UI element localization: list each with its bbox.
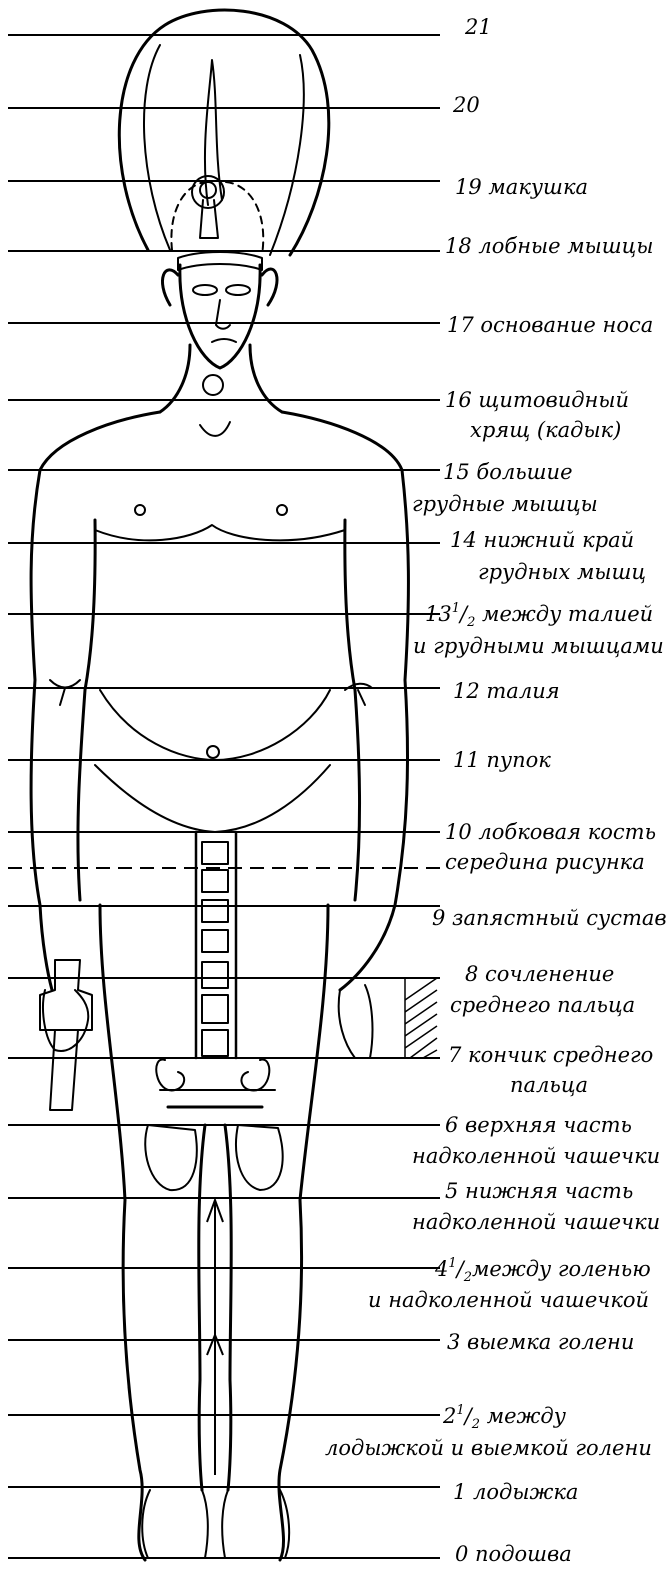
nipple-right bbox=[277, 505, 287, 515]
label-2-half-line1: 21/2 между bbox=[443, 1404, 566, 1432]
label-7-line2: пальца bbox=[510, 1073, 588, 1098]
ladder-rung-6 bbox=[202, 995, 228, 1023]
uraeus-body bbox=[200, 200, 218, 238]
label-13-half-line1: 131/2 между талией bbox=[425, 602, 653, 630]
label-2-fraction-num: 1 bbox=[456, 1403, 464, 1418]
crown-inner-left bbox=[144, 45, 170, 250]
label-13-half-line2: и грудными мышцами bbox=[413, 634, 664, 659]
label-4-fraction-den: 2 bbox=[464, 1270, 472, 1285]
label-10-line1: 10 лобковая кость bbox=[445, 820, 656, 845]
label-15-line1: 15 большие bbox=[443, 460, 573, 485]
ladder-rung-4 bbox=[202, 930, 228, 952]
kilt-base bbox=[156, 1060, 275, 1091]
ladder-rung-5 bbox=[202, 962, 228, 988]
label-8-line2: среднего пальца bbox=[450, 993, 635, 1018]
label-21: 21 bbox=[465, 15, 492, 40]
label-19: 19 макушка bbox=[455, 175, 588, 200]
label-0: 0 подошва bbox=[455, 1542, 572, 1567]
label-2-num: 2 bbox=[443, 1404, 456, 1428]
label-10-line2: середина рисунка bbox=[445, 850, 645, 875]
label-13-fraction-den: 2 bbox=[467, 615, 475, 630]
label-2-text: между bbox=[480, 1404, 566, 1428]
hand-right bbox=[339, 985, 373, 1058]
inner-arm-right bbox=[345, 520, 360, 900]
ear-right bbox=[262, 269, 277, 305]
label-6-line2: надколенной чашечки bbox=[412, 1144, 660, 1169]
clavicle-mark bbox=[200, 422, 230, 436]
figure-outline bbox=[31, 10, 408, 1560]
neck-left bbox=[160, 345, 190, 412]
label-13-fraction-num: 1 bbox=[452, 601, 460, 616]
label-16-line1: 16 щитовидный bbox=[445, 388, 629, 413]
label-4-fraction-num: 1 bbox=[448, 1256, 456, 1271]
leg-right-outer bbox=[279, 905, 328, 1560]
label-5-line1: 5 нижняя часть bbox=[445, 1179, 633, 1204]
ladder-rung-3 bbox=[202, 900, 228, 922]
torso-right bbox=[282, 412, 408, 990]
neck-right bbox=[250, 345, 282, 412]
inner-arm-left bbox=[78, 520, 95, 900]
leg-inner-left bbox=[199, 1125, 205, 1490]
label-4-half-line1: 41/2между голенью bbox=[435, 1257, 651, 1285]
ear-left bbox=[162, 270, 178, 305]
label-4-fraction-slash: / bbox=[457, 1257, 464, 1281]
label-5-line2: надколенной чашечки bbox=[412, 1210, 660, 1235]
label-1: 1 лодыжка bbox=[453, 1480, 578, 1505]
ladder-rung-1 bbox=[202, 842, 228, 864]
label-14-line1: 14 нижний край bbox=[450, 528, 634, 553]
hand-left bbox=[43, 990, 88, 1051]
face bbox=[180, 265, 260, 368]
label-17: 17 основание носа bbox=[447, 313, 653, 338]
ladder-rung-7 bbox=[202, 1030, 228, 1056]
uraeus-core bbox=[200, 182, 216, 198]
hatch-block bbox=[405, 978, 437, 1058]
nipple-left bbox=[135, 505, 145, 515]
crown-outer bbox=[119, 10, 329, 255]
label-12: 12 талия bbox=[453, 679, 560, 704]
label-2-half-line2: лодыжкой и выемкой голени bbox=[325, 1436, 652, 1461]
label-11: 11 пупок bbox=[453, 748, 551, 773]
eye-left bbox=[193, 285, 217, 295]
foot-left bbox=[142, 1490, 208, 1558]
elbow-left-mark bbox=[50, 680, 80, 705]
torso-left bbox=[31, 412, 160, 990]
label-6-line1: 6 верхняя часть bbox=[445, 1113, 632, 1138]
skull-dashed bbox=[171, 182, 263, 255]
kneecap-right bbox=[236, 1125, 283, 1190]
adam-apple bbox=[203, 375, 223, 395]
leg-inner-right bbox=[225, 1125, 231, 1490]
mouth bbox=[212, 339, 236, 342]
label-2-fraction-den: 2 bbox=[472, 1417, 480, 1432]
waist bbox=[100, 690, 330, 760]
ladder-rung-2 bbox=[202, 870, 228, 892]
navel bbox=[207, 746, 219, 758]
label-15-line2: грудные мышцы bbox=[412, 492, 598, 517]
nose bbox=[216, 300, 230, 329]
label-20: 20 bbox=[453, 93, 480, 118]
label-2-fraction-slash: / bbox=[465, 1404, 472, 1428]
label-13-num: 13 bbox=[425, 602, 452, 626]
midline-arrow bbox=[207, 1200, 223, 1475]
headband bbox=[178, 252, 262, 270]
elbow-right-mark bbox=[345, 684, 372, 705]
label-16-line2: хрящ (кадык) bbox=[470, 418, 621, 443]
label-8-line1: 8 сочленение bbox=[465, 962, 614, 987]
kilt-top bbox=[95, 765, 330, 832]
label-13-text: между талией bbox=[475, 602, 653, 626]
crown-inner-right bbox=[270, 55, 304, 255]
label-3: 3 выемка голени bbox=[447, 1330, 634, 1355]
label-4-num: 4 bbox=[435, 1257, 448, 1281]
label-4-text: между голенью bbox=[472, 1257, 651, 1281]
pectorals bbox=[95, 525, 345, 540]
eye-right bbox=[226, 285, 250, 295]
label-14-line2: грудных мышц bbox=[478, 560, 646, 585]
kneecap-left bbox=[145, 1125, 197, 1190]
leg-left-outer bbox=[100, 905, 145, 1560]
label-4-half-line2: и надколенной чашечкой bbox=[368, 1288, 649, 1313]
label-7-line1: 7 кончик среднего bbox=[448, 1043, 653, 1068]
label-18: 18 лобные мышцы bbox=[445, 234, 653, 259]
label-9: 9 запястный сустав bbox=[432, 906, 666, 931]
